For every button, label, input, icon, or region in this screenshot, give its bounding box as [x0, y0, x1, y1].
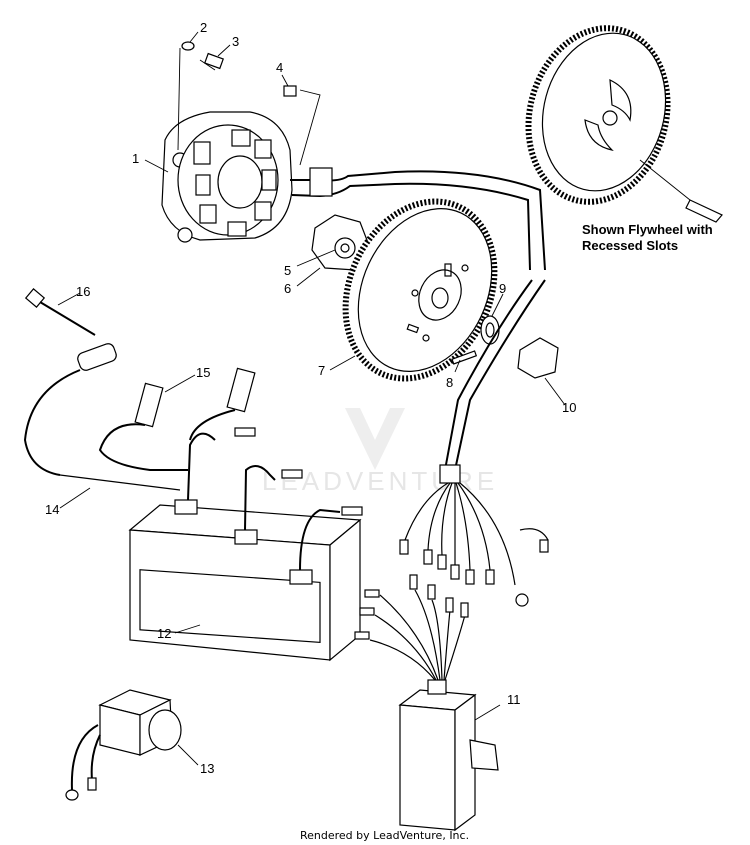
label-12: 12	[157, 626, 171, 641]
flywheel	[342, 198, 498, 382]
stator-harness	[399, 279, 549, 607]
screw-washer	[177, 41, 321, 166]
part-labels: 1 2 3 4 5 6 7 8 9 10 11 12 13 14 15 16	[45, 20, 576, 776]
note-line-1: Shown Flywheel with	[582, 222, 713, 237]
starter-solenoid	[65, 689, 182, 801]
label-16: 16	[76, 284, 90, 299]
spark-plug-leads	[23, 343, 256, 491]
label-8: 8	[446, 375, 453, 390]
label-5: 5	[284, 263, 291, 278]
label-13: 13	[200, 761, 214, 776]
note-line-2: Recessed Slots	[582, 238, 678, 253]
leadventure-watermark: LEADVENTURE	[262, 408, 494, 496]
label-9: 9	[499, 281, 506, 296]
label-15: 15	[196, 365, 210, 380]
label-6: 6	[284, 281, 291, 296]
label-10: 10	[562, 400, 576, 415]
label-11: 11	[507, 692, 521, 707]
voltage-regulator	[354, 574, 499, 832]
hub-plate	[311, 214, 371, 271]
recessed-slot-flywheel	[525, 25, 723, 223]
flywheel-note: Shown Flywheel with Recessed Slots	[582, 222, 713, 253]
label-7: 7	[318, 363, 325, 378]
label-3: 3	[232, 34, 239, 49]
render-credit: Rendered by LeadVenture, Inc.	[300, 829, 469, 842]
label-4: 4	[276, 60, 283, 75]
stator	[161, 111, 546, 271]
leader-lines	[57, 31, 566, 766]
label-2: 2	[200, 20, 207, 35]
label-14: 14	[45, 502, 59, 517]
label-1: 1	[132, 151, 139, 166]
flywheel-hardware	[451, 315, 559, 379]
bolt	[24, 288, 96, 336]
